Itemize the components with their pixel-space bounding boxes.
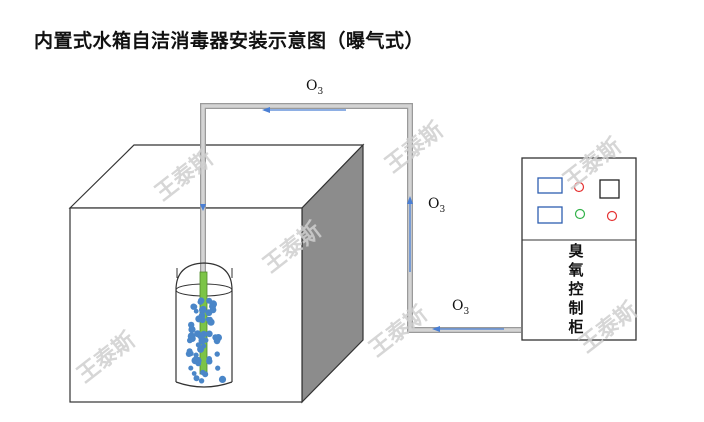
- arrow-top: [262, 107, 346, 113]
- ozone-label-middle: O3: [428, 196, 446, 215]
- air-bubble: [187, 337, 194, 343]
- water-tank: [68, 143, 365, 404]
- air-bubble: [206, 356, 212, 362]
- air-bubble: [202, 371, 209, 378]
- indicator-lamp-green: [574, 208, 586, 220]
- panel-display-3: [537, 206, 563, 224]
- air-bubble: [209, 306, 217, 314]
- air-bubble: [191, 371, 197, 376]
- air-bubble: [206, 297, 213, 304]
- disinfector-cylinder: [175, 262, 233, 388]
- air-bubble: [214, 351, 220, 357]
- ozone-label-top: O3: [306, 78, 324, 97]
- ozone-control-cabinet: [521, 157, 637, 341]
- air-bubble: [193, 375, 200, 382]
- air-bubble: [193, 308, 199, 314]
- air-bubble: [198, 297, 205, 304]
- air-bubble: [207, 318, 215, 326]
- air-bubble: [191, 304, 198, 310]
- arrow-vertical: [407, 196, 413, 272]
- flow-arrows: [200, 107, 504, 332]
- indicator-lamp-red-1: [573, 181, 585, 193]
- air-bubble: [197, 345, 205, 353]
- panel-display-2: [599, 179, 620, 199]
- air-bubble: [198, 378, 205, 384]
- air-bubble: [218, 375, 227, 383]
- air-bubble: [200, 330, 208, 338]
- air-bubble: [200, 305, 207, 312]
- air-bubble: [206, 330, 213, 338]
- air-bubble: [215, 365, 221, 371]
- bubble-cluster: [185, 297, 227, 384]
- air-bubble: [193, 352, 199, 358]
- arrow-down-in-tank: [200, 204, 206, 211]
- panel-display-1: [537, 177, 563, 194]
- diagram-title: 内置式水箱自洁消毒器安装示意图（曝气式）: [34, 30, 425, 52]
- cabinet-label: 臭氧控制柜: [568, 242, 584, 336]
- indicator-lamp-red-2: [606, 210, 618, 222]
- tank-front-face: [69, 207, 303, 403]
- ozone-label-bottom: O3: [452, 298, 470, 317]
- air-bubble: [194, 356, 202, 365]
- air-bubble: [188, 365, 194, 371]
- air-bubble: [186, 348, 193, 355]
- air-bubble: [195, 315, 203, 323]
- air-bubble: [214, 334, 222, 342]
- arrow-bottom: [432, 326, 504, 332]
- ozone-pipe: [200, 103, 521, 333]
- air-bubble: [188, 321, 195, 329]
